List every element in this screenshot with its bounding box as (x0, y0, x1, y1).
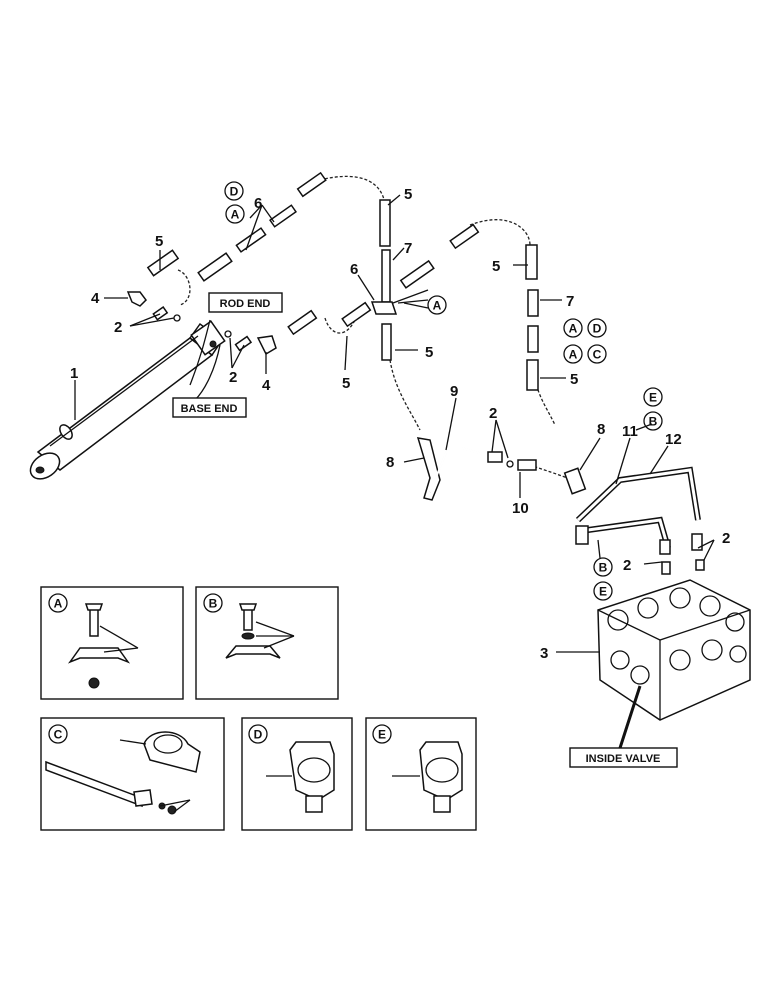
callout-1: 1 (70, 365, 78, 382)
fittings (126, 171, 705, 575)
callout-6: 6 (350, 261, 358, 278)
svg-text:B: B (599, 561, 608, 575)
svg-text:D: D (230, 185, 239, 199)
callout-5: 5 (404, 186, 412, 203)
svg-text:A: A (569, 322, 578, 336)
callout-2: 2 (114, 319, 122, 336)
svg-text:D: D (593, 322, 602, 336)
svg-text:A: A (231, 208, 240, 222)
callout-3: 3 (540, 645, 548, 662)
inset-c: C (40, 717, 225, 831)
svg-text:BASE END: BASE END (181, 403, 238, 415)
callout-5: 5 (342, 375, 350, 392)
base-end-label: BASE END (172, 397, 247, 418)
svg-text:B: B (649, 415, 658, 429)
callout-2: 2 (623, 557, 631, 574)
callout-7: 7 (404, 240, 412, 257)
svg-text:D: D (254, 728, 263, 742)
callout-5: 5 (155, 233, 163, 250)
callout-4: 4 (262, 377, 271, 394)
callout-6: 6 (254, 195, 262, 212)
callout-7: 7 (566, 293, 574, 310)
callout-2: 2 (489, 405, 497, 422)
svg-text:E: E (378, 728, 386, 742)
inset-b: B (195, 586, 339, 700)
callout-5: 5 (570, 371, 578, 388)
callout-5: 5 (492, 258, 500, 275)
circled-letters: D A A A D A C E B B E (224, 181, 663, 601)
callout-8: 8 (597, 421, 605, 438)
callout-5: 5 (425, 344, 433, 361)
svg-text:E: E (599, 585, 607, 599)
callout-11: 11 (622, 423, 638, 440)
callout-12: 12 (665, 431, 682, 448)
svg-text:ROD END: ROD END (220, 298, 271, 310)
callout-2: 2 (722, 530, 730, 547)
inset-e: E (365, 717, 477, 831)
svg-text:E: E (649, 391, 657, 405)
callout-9: 9 (450, 383, 458, 400)
callout-2: 2 (229, 369, 237, 386)
callout-4: 4 (91, 290, 100, 307)
svg-text:A: A (569, 348, 578, 362)
hydraulic-cylinder (29, 319, 226, 480)
callout-10: 10 (512, 500, 529, 517)
svg-text:INSIDE VALVE: INSIDE VALVE (586, 753, 661, 765)
inset-d: D (241, 717, 353, 831)
callout-8: 8 (386, 454, 394, 471)
leader-lines (74, 194, 715, 653)
svg-text:C: C (54, 728, 63, 742)
inside-valve-label: INSIDE VALVE (569, 747, 678, 768)
svg-text:C: C (593, 348, 602, 362)
rod-end-label: ROD END (208, 292, 283, 313)
svg-text:A: A (433, 299, 442, 313)
svg-text:A: A (54, 597, 63, 611)
svg-text:B: B (209, 597, 218, 611)
inset-a: A (40, 586, 184, 700)
control-valve (597, 579, 751, 749)
